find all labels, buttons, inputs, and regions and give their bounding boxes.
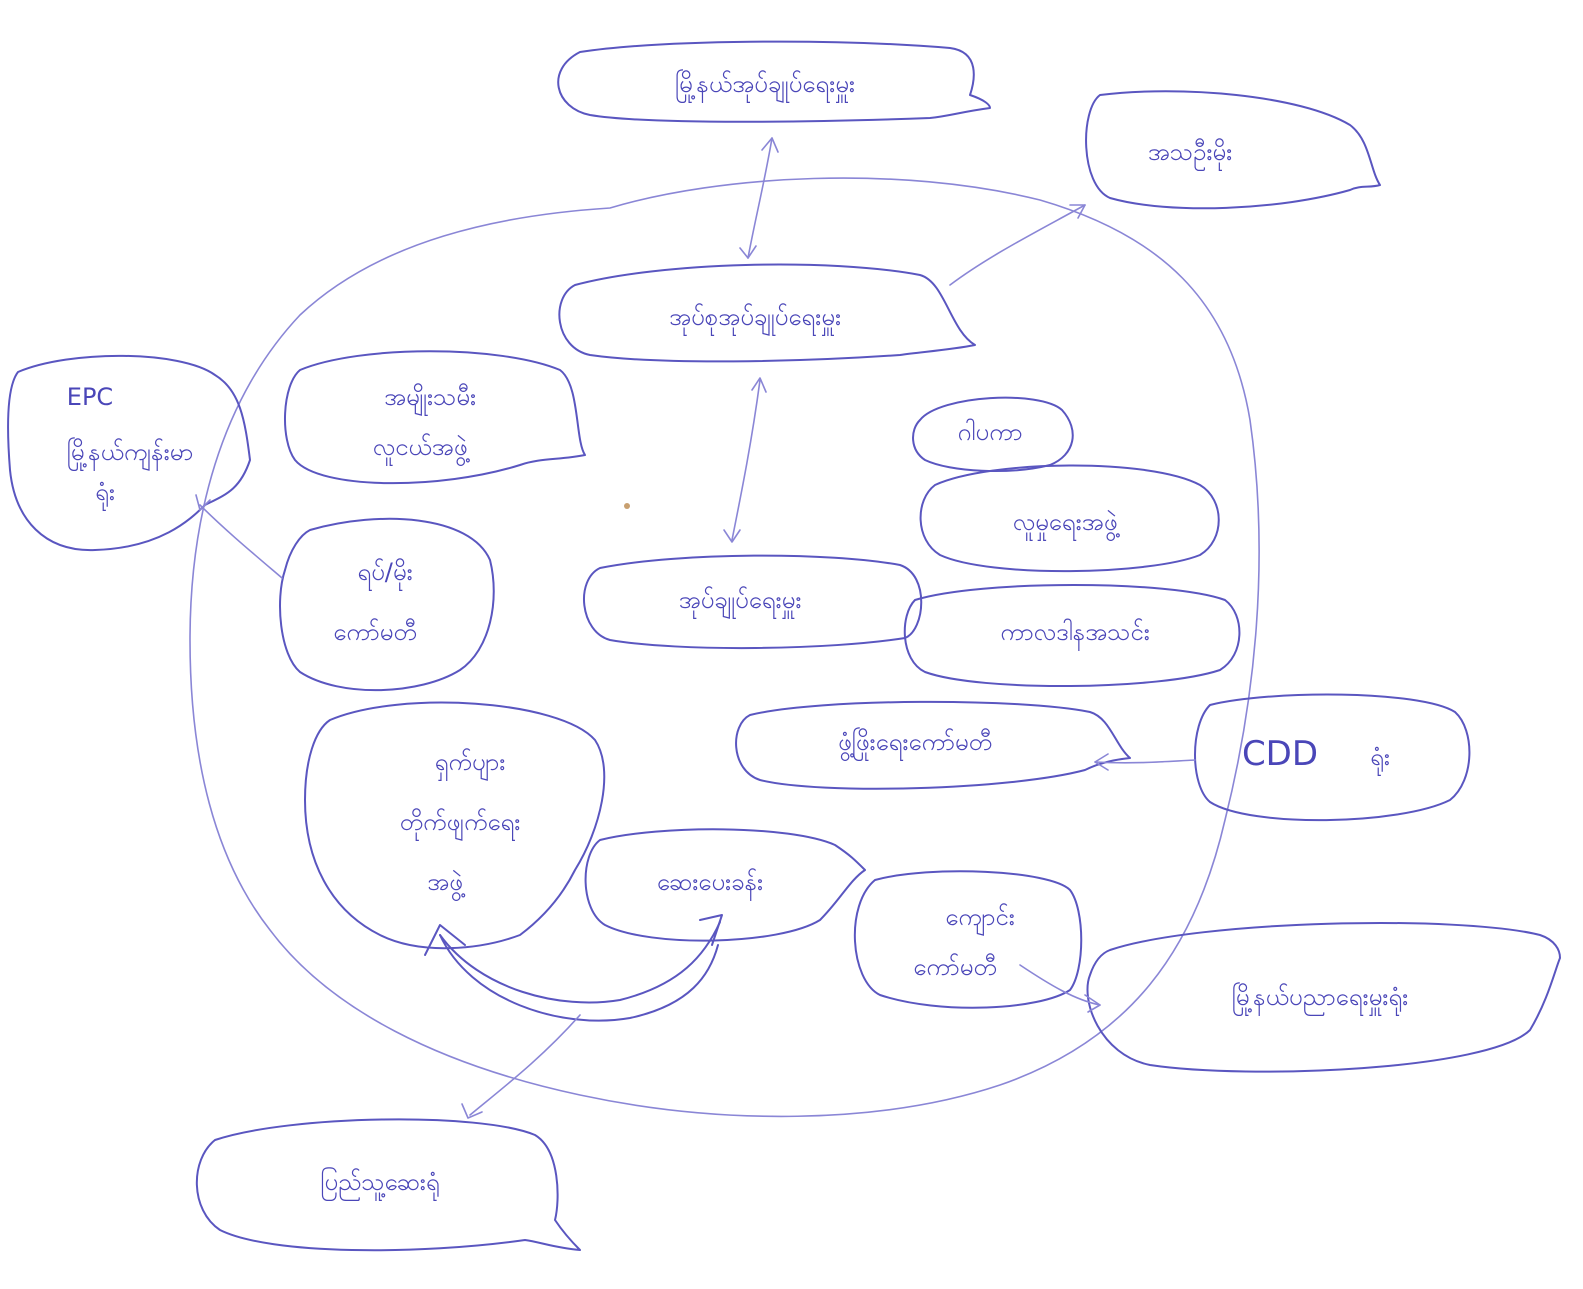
node-top-label: မြို့နယ်အုပ်ချုပ်ရေးမှူး (675, 68, 855, 104)
svg-text:မြို့နယ်ပညာရေးမှူးရုံး: မြို့နယ်ပညာရေးမှူးရုံး (1232, 981, 1409, 1016)
node-youth: ရှက်ပျား တိုက်ဖျက်ရေး အဖွဲ့ (304, 701, 606, 950)
arrow-school-edu (1019, 964, 1101, 1006)
arrow-admin-villagehead (731, 379, 761, 541)
node-vt-committee: ရပ်/မိုး ကော်မတီ (279, 517, 495, 692)
svg-text:ရုံး: ရုံး (1370, 743, 1390, 776)
arrow-hospital (469, 1014, 581, 1116)
node-top: မြို့နယ်အုပ်ချုပ်ရေးမှူး (557, 40, 991, 123)
node-village-head-label: အုပ်ချုပ်ရေးမှူး (679, 585, 802, 620)
svg-text:မြို့နယ်ကျန်းမာ: မြို့နယ်ကျန်းမာ (67, 436, 194, 471)
arrow-top-admin (747, 137, 773, 259)
node-school-committee: ကျောင်း ကော်မတီ (853, 870, 1083, 1009)
node-township-edu: မြို့နယ်ပညာရေးမှူးရုံး (1086, 922, 1561, 1073)
node-admin-label: အုပ်စုအုပ်ချုပ်ရေးမှူး (669, 302, 841, 337)
svg-text:လူငယ်အဖွဲ့: လူငယ်အဖွဲ့ (373, 432, 470, 467)
svg-text:ရပ်/မိုး: ရပ်/မိုး (357, 557, 412, 591)
svg-text:ကာလဒါနအသင်း: ကာလဒါနအသင်း (1000, 617, 1150, 651)
arrow-admin-cluster (949, 204, 1086, 286)
node-health-dept: ပြည်သူ့ဆေးရုံ (195, 1118, 581, 1252)
svg-text:အမျိုးသမီး: အမျိုးသမီး (384, 382, 476, 417)
svg-text:အသဦးမိုး: အသဦးမိုး (1148, 137, 1232, 171)
node-dev-committee: ဖွံ့ဖြိုးရေးကော်မတီ (735, 700, 1131, 790)
svg-text:အဖွဲ့: အဖွဲ့ (427, 868, 465, 902)
svg-text:ရုံး: ရုံး (95, 478, 115, 511)
svg-text:ဖွံ့ဖြိုးရေးကော်မတီ: ဖွံ့ဖြိုးရေးကော်မတီ (838, 726, 992, 762)
svg-text:ဂါပကာ: ဂါပကာ (958, 418, 1023, 446)
node-clinic: ဆေးပေးခန်း (584, 828, 866, 942)
node-elders: အမျိုးသမီး လူငယ်အဖွဲ့ (283, 350, 586, 485)
svg-text:တိုက်ဖျက်ရေး: တိုက်ဖျက်ရေး (400, 807, 521, 841)
svg-text:CDD: CDD (1242, 734, 1318, 774)
svg-text:ကော်မတီ: ကော်မတီ (913, 952, 996, 981)
ink-dot (624, 503, 630, 509)
node-health-staff: ကာလဒါနအသင်း (903, 584, 1241, 687)
community-circle (189, 177, 1260, 1118)
node-social: လူမှုရေးအဖွဲ့ (919, 464, 1220, 573)
node-admin: အုပ်စုအုပ်ချုပ်ရေးမှူး (558, 263, 976, 363)
node-religious: ဂါပကာ (912, 396, 1074, 473)
svg-text:EPC: EPC (67, 383, 113, 411)
svg-text:ကော်မတီ: ကော်မတီ (333, 617, 416, 646)
svg-text:ဆေးပေးခန်း: ဆေးပေးခန်း (657, 867, 763, 901)
svg-text:လူမှုရေးအဖွဲ့: လူမှုရေးအဖွဲ့ (1013, 508, 1120, 542)
node-village-head: အုပ်ချုပ်ရေးမှူး (583, 554, 923, 650)
node-cdd: CDD ရုံး (1194, 693, 1471, 822)
arrow-cdd-dev (1094, 759, 1196, 764)
node-epc: EPC မြို့နယ်ကျန်းမာ ရုံး (7, 354, 251, 552)
node-village-cluster: အသဦးမိုး (1085, 90, 1381, 210)
arrow-epc-committee (199, 504, 283, 579)
arrow-youth-clinic (439, 921, 721, 1004)
svg-text:ကျောင်း: ကျောင်း (945, 902, 1015, 936)
svg-text:ရှက်ပျား: ရှက်ပျား (435, 747, 506, 782)
svg-text:ပြည်သူ့ဆေးရုံ: ပြည်သူ့ဆေးရုံ (320, 1166, 439, 1201)
